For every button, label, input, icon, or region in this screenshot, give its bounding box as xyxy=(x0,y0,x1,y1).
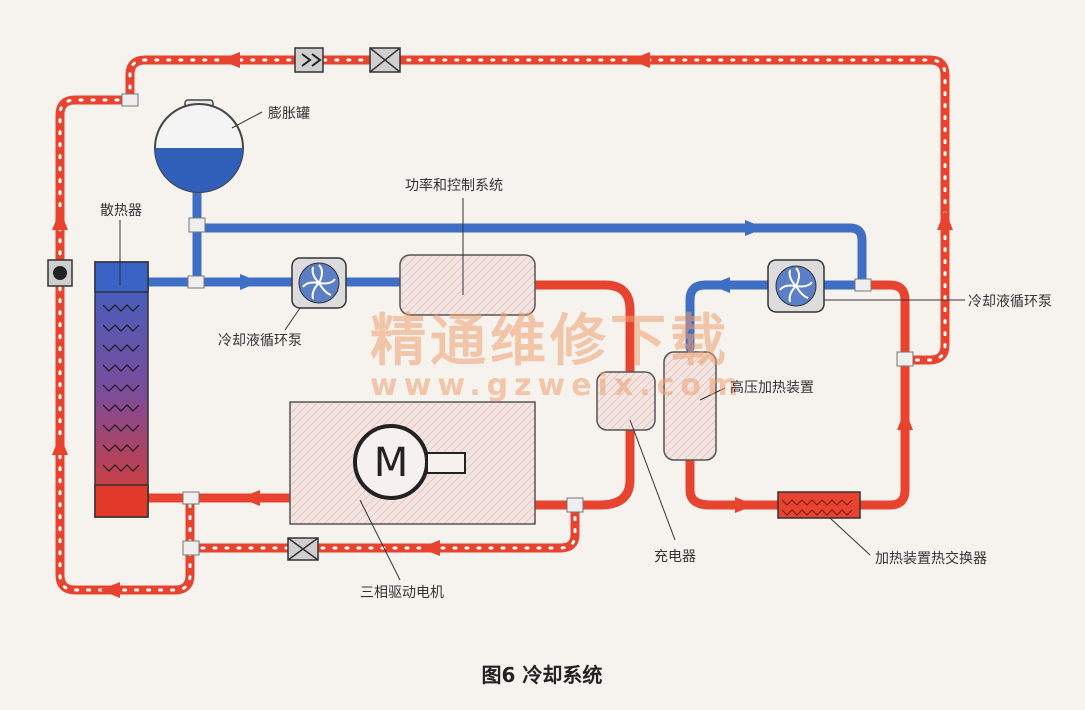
figure-caption: 图6 冷却系统 xyxy=(482,663,603,687)
label-heater-exchanger: 加热装置热交换器 xyxy=(875,550,987,567)
heater-heat-exchanger xyxy=(777,491,871,556)
watermark-line2: www.gzweix.com xyxy=(370,368,744,403)
pump-right xyxy=(767,259,965,313)
watermark-line1: 精通维修下载 xyxy=(370,309,730,374)
valve-left xyxy=(47,259,73,287)
power-control-unit xyxy=(399,198,536,316)
watermark: 精通维修下载 www.gzweix.com xyxy=(370,309,744,403)
hot-pipes xyxy=(143,280,910,510)
pipe-junctions xyxy=(121,93,914,556)
outer-hot-loop xyxy=(55,55,950,595)
valve-top-2 xyxy=(369,47,401,73)
label-expansion-tank: 膨胀罐 xyxy=(268,105,310,122)
label-radiator: 散热器 xyxy=(100,203,142,219)
radiator xyxy=(94,220,149,518)
charger xyxy=(596,371,676,541)
cold-pipes xyxy=(143,185,867,353)
label-charger: 充电器 xyxy=(654,549,696,565)
three-phase-motor: M xyxy=(289,401,536,581)
expansion-tank xyxy=(154,99,263,193)
label-power-control: 功率和控制系统 xyxy=(405,177,503,194)
valve-top-1 xyxy=(294,47,324,73)
label-pump-right: 冷却液循环泵 xyxy=(968,294,1052,310)
label-pump-left: 冷却液循环泵 xyxy=(218,333,302,349)
pump-left xyxy=(284,257,347,331)
valve-bottom xyxy=(287,537,319,561)
motor-symbol: M xyxy=(374,440,409,486)
flow-arrows xyxy=(52,52,953,598)
label-hv-heater: 高压加热装置 xyxy=(730,379,814,396)
hv-heater xyxy=(663,351,726,461)
label-motor: 三相驱动电机 xyxy=(360,585,444,601)
